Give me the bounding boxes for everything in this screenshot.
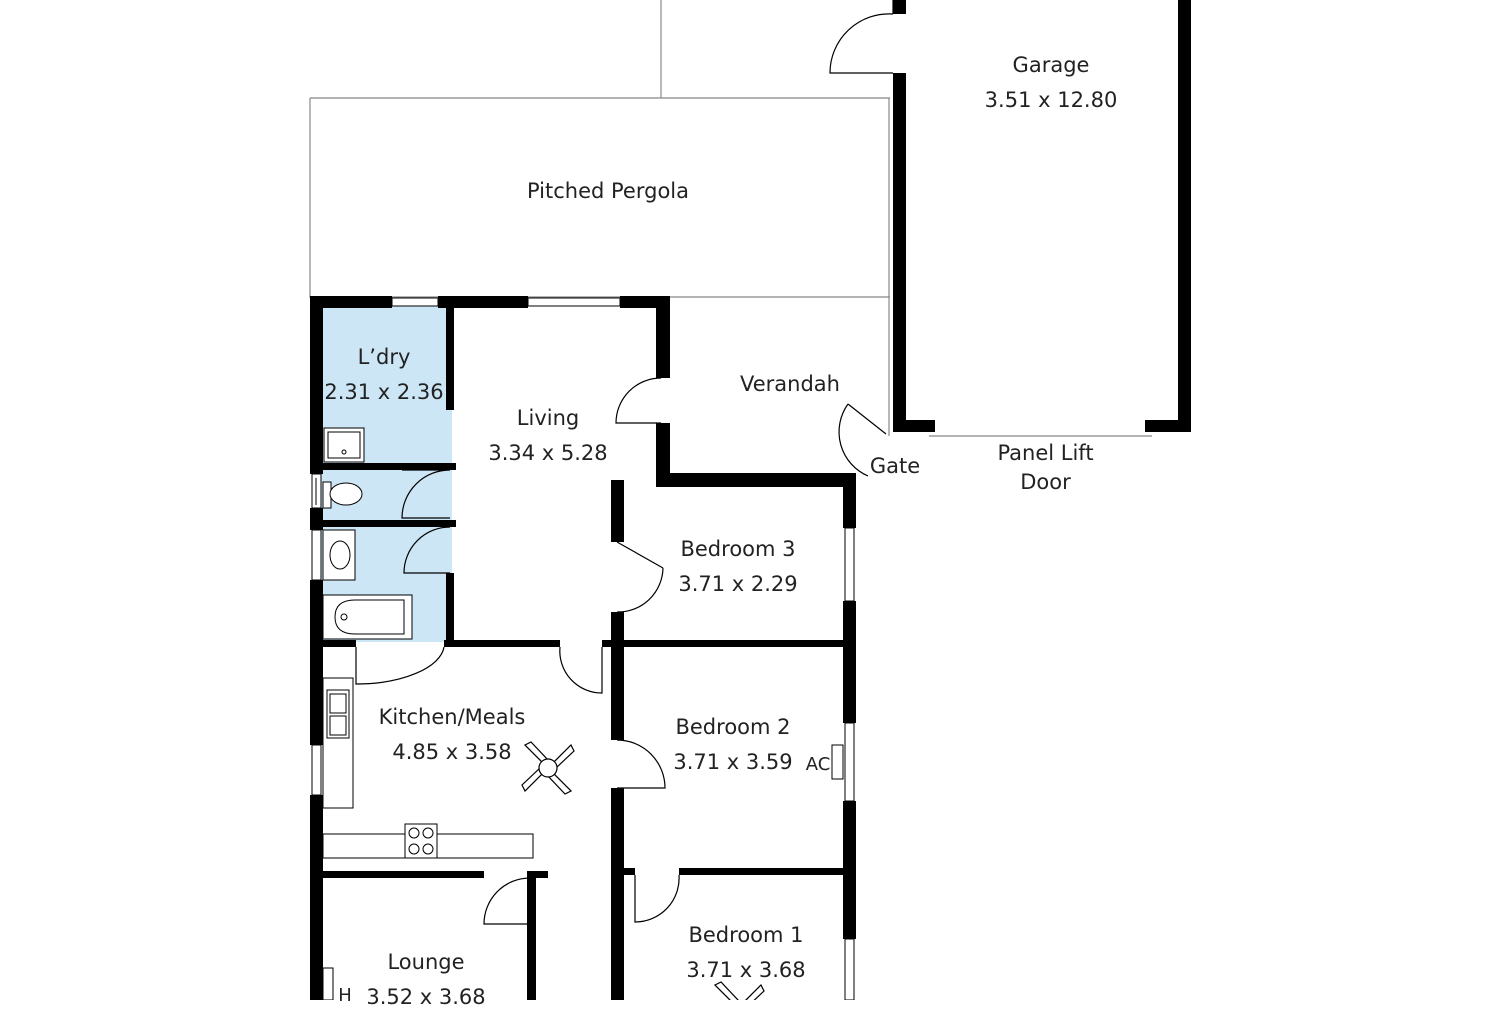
cooktop [404, 823, 438, 859]
bedroom3-dims: 3.71 x 2.29 [678, 572, 798, 596]
bedroom2-name: Bedroom 2 [675, 715, 791, 739]
toilet-bowl [329, 482, 363, 506]
heater-unit [322, 967, 334, 1000]
garage-wall-left-top [893, 0, 906, 14]
ceiling-fan-kitchen [521, 741, 575, 795]
ac-label: AC [805, 754, 831, 775]
garage-door-swing [829, 0, 894, 74]
gate-swing [838, 403, 887, 477]
lounge-dims: 3.52 x 3.68 [366, 985, 486, 1009]
bed1-door [634, 874, 680, 923]
living-name: Living [516, 406, 580, 430]
ceiling-fan-bedroom1 [713, 981, 765, 1000]
bedroom1-dims: 3.71 x 3.68 [686, 958, 806, 982]
garage-wall-right [1178, 0, 1191, 432]
bed2-door [616, 739, 666, 789]
panel-door-line2: Door [1020, 470, 1071, 494]
windows [311, 297, 855, 1000]
lounge-name: Lounge [387, 950, 465, 974]
garage-name: Garage [1012, 53, 1090, 77]
garage-wall-bottom-right [1145, 420, 1191, 432]
pergola-name: Pitched Pergola [526, 179, 690, 203]
living-verandah-door [615, 377, 662, 424]
living-dims: 3.34 x 5.28 [488, 441, 608, 465]
bedroom3-name: Bedroom 3 [680, 537, 796, 561]
fixtures [322, 427, 844, 1000]
garage-dims: 3.51 x 12.80 [984, 88, 1118, 112]
bath-door [403, 526, 451, 574]
ac-unit [831, 744, 844, 780]
living-kitchen-door [559, 646, 603, 694]
lounge-door [483, 877, 531, 925]
verandah-name: Verandah [740, 372, 840, 396]
laundry-name: L’dry [357, 345, 411, 369]
walls [310, 0, 1191, 1000]
kitchen-top-door [355, 646, 445, 685]
bedroom2-dims: 3.71 x 3.59 [673, 750, 793, 774]
kitchen-name: Kitchen/Meals [378, 705, 526, 729]
toilet-door [401, 469, 451, 519]
bed3-door [616, 541, 664, 613]
garage-wall-left [893, 73, 906, 432]
outline-lines [309, 0, 1152, 437]
laundry-dims: 2.31 x 2.36 [324, 380, 444, 404]
panel-door-line1: Panel Lift [997, 441, 1094, 465]
heater-label: H [338, 985, 352, 1006]
door-swings [355, 0, 894, 925]
gate-label: Gate [869, 454, 921, 478]
bedroom1-name: Bedroom 1 [688, 923, 804, 947]
basin [329, 540, 351, 570]
garage-wall-bottom-left [893, 420, 935, 432]
kitchen-dims: 4.85 x 3.58 [392, 740, 512, 764]
